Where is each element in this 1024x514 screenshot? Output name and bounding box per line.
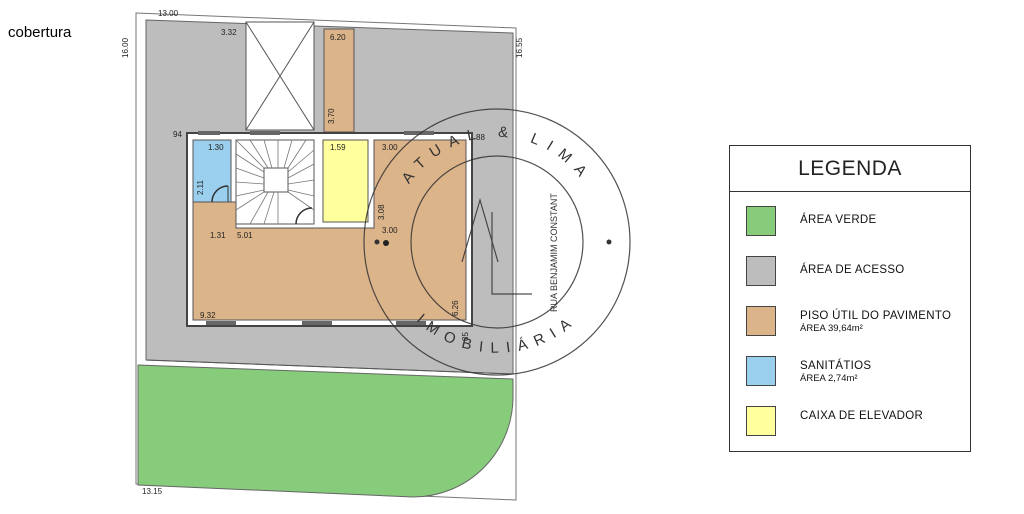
legend-swatch — [746, 356, 776, 386]
dim-300a: 3.00 — [382, 143, 398, 152]
watermark-logo — [363, 108, 631, 376]
legend-label: CAIXA DE ELEVADOR — [800, 410, 924, 422]
dim-131: 1.31 — [210, 231, 226, 240]
dim-left: 16.00 — [121, 37, 130, 58]
dim-501: 5.01 — [237, 231, 253, 240]
legend-sub: ÁREA 39,64m² — [800, 323, 863, 334]
floor-strip — [323, 28, 355, 133]
dim-159: 1.59 — [330, 143, 346, 152]
legend-swatch — [746, 306, 776, 336]
dim-130: 1.30 — [208, 143, 224, 152]
legend-label: PISO ÚTIL DO PAVIMENTO — [800, 310, 952, 322]
dim-right: 16.55 — [515, 37, 524, 58]
dim-top: 13.00 — [158, 9, 179, 18]
dim-bottom: 13.15 — [142, 487, 163, 496]
dim-85: 85 — [461, 332, 470, 341]
legend: LEGENDA ÁREA VERDE ÁREA DE ACESSO PISO Ú… — [729, 145, 971, 452]
legend-item-bathrooms: SANITÁTIOS ÁREA 2,74m² — [746, 356, 871, 386]
legend-label: ÁREA VERDE — [800, 214, 877, 226]
legend-swatch — [746, 406, 776, 436]
dim-620: 6.20 — [330, 33, 346, 42]
legend-item-elevator-box: CAIXA DE ELEVADOR — [746, 406, 923, 436]
page-title: cobertura — [8, 24, 72, 41]
dim-332: 3.32 — [221, 28, 237, 37]
legend-label: ÁREA DE ACESSO — [800, 264, 905, 276]
legend-title: LEGENDA — [730, 146, 970, 192]
legend-swatch — [746, 206, 776, 236]
legend-sub: ÁREA 2,74m² — [800, 373, 858, 384]
dim-370: 3.70 — [327, 108, 336, 124]
dim-88: 88 — [476, 133, 485, 142]
dim-94: 94 — [173, 130, 182, 139]
dim-308: 3.08 — [377, 204, 386, 220]
watermark-inner-text: RUA BENJAMIM CONSTANT — [549, 193, 559, 312]
elevator-box — [322, 139, 369, 223]
dim-932: 9.32 — [200, 311, 216, 320]
dim-626: 6.26 — [451, 300, 460, 316]
legend-item-green-area: ÁREA VERDE — [746, 206, 877, 236]
dim-300b: 3.00 — [382, 226, 398, 235]
legend-swatch — [746, 256, 776, 286]
green-area — [137, 364, 514, 498]
dim-211: 2.11 — [196, 179, 205, 195]
bathroom — [192, 139, 232, 203]
legend-item-useful-floor: PISO ÚTIL DO PAVIMENTO ÁREA 39,64m² — [746, 306, 951, 336]
legend-item-access-area: ÁREA DE ACESSO — [746, 256, 905, 286]
legend-label: SANITÁTIOS — [800, 360, 872, 372]
